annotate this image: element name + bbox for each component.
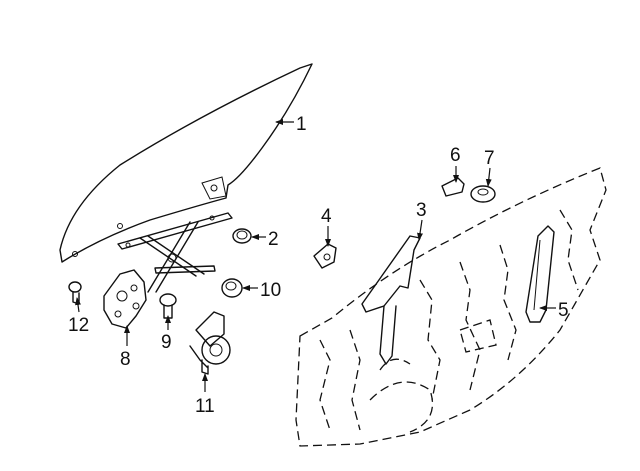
callout-3: 3 xyxy=(416,200,427,221)
regulator-bracket-part-8[interactable] xyxy=(103,269,147,329)
leader-12 xyxy=(75,297,81,313)
callout-10: 10 xyxy=(260,280,281,301)
rear-channel-part-5[interactable] xyxy=(525,225,555,323)
stopper-part-7[interactable] xyxy=(470,185,496,203)
callout-8: 8 xyxy=(120,349,131,370)
leader-3 xyxy=(417,219,424,241)
callout-9: 9 xyxy=(161,332,172,353)
front-channel-part-3[interactable] xyxy=(361,235,421,365)
regulator-motor-part-11[interactable] xyxy=(189,311,231,375)
callout-11: 11 xyxy=(195,396,215,417)
clip-part-4[interactable] xyxy=(313,243,337,269)
bolt-part-12[interactable] xyxy=(68,281,82,305)
callout-labels: 1 2 3 4 5 6 7 8 9 10 11 12 xyxy=(68,114,569,417)
callout-12: 12 xyxy=(68,315,89,336)
door-glass-part[interactable] xyxy=(59,63,313,263)
nut-part-10[interactable] xyxy=(221,278,243,298)
callout-2: 2 xyxy=(268,229,279,250)
leader-lines xyxy=(75,119,556,392)
callout-6: 6 xyxy=(450,145,461,166)
bracket-part-6[interactable] xyxy=(441,177,465,197)
callout-4: 4 xyxy=(321,206,332,227)
callout-7: 7 xyxy=(484,148,495,169)
callout-5: 5 xyxy=(558,300,569,321)
grommet-part-2[interactable] xyxy=(232,228,252,244)
window-regulator-part[interactable] xyxy=(117,212,233,293)
bolt-part-9[interactable] xyxy=(159,293,177,319)
callout-1: 1 xyxy=(296,114,307,135)
leader-7 xyxy=(485,167,492,187)
door-inner-panel xyxy=(295,167,607,447)
